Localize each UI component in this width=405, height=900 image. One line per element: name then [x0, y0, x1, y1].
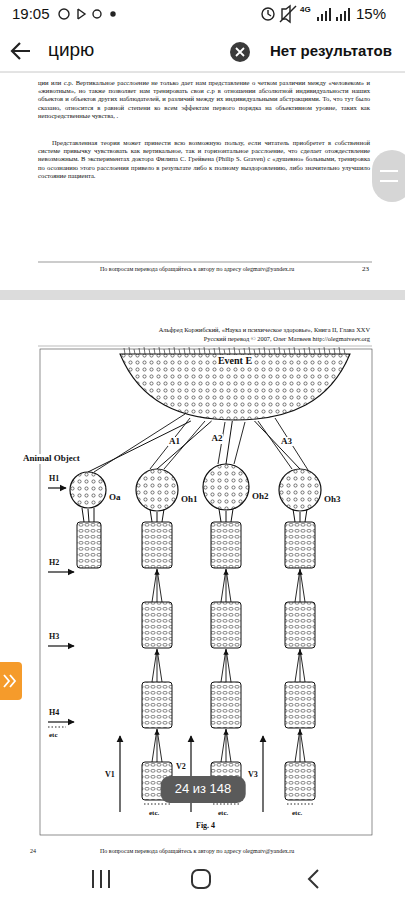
page-counter: 24 из 148 — [161, 776, 246, 803]
clear-icon — [230, 42, 250, 62]
status-bar — [0, 0, 405, 28]
object-label: Oh2 — [251, 492, 270, 502]
status-icons — [59, 6, 296, 22]
edge-label: A3 — [280, 437, 293, 447]
page-23 — [0, 72, 405, 290]
network-type: 4G — [300, 5, 311, 14]
scroll-handle — [372, 150, 405, 202]
column-etc: etc. — [292, 809, 302, 817]
edge-label: A2 — [210, 434, 223, 444]
column-etc: etc. — [218, 809, 228, 817]
nav-icons — [93, 870, 318, 888]
circle-outline — [136, 469, 178, 511]
search-bar — [0, 28, 405, 72]
object-circle: Oh2 — [202, 463, 250, 511]
object-circle: Oh1 — [135, 468, 179, 512]
search-status: Нет результатов — [270, 42, 392, 59]
event-fringe — [124, 347, 345, 354]
abstraction-line — [157, 421, 212, 469]
abstraction-line — [88, 421, 191, 472]
search-bar-shadow — [0, 72, 405, 73]
page-footer: По вопросам перевода обращайтесь к автор… — [100, 266, 294, 273]
level-label: H3 — [49, 632, 59, 641]
level-label: H1 — [49, 474, 59, 483]
search-query: цирю — [48, 39, 94, 61]
vertical-label: V2 — [176, 762, 186, 771]
column-etc: etc. — [149, 809, 159, 817]
page-footer: По вопросам перевода обращайтесь к автор… — [100, 848, 294, 855]
object-label: Oa — [108, 493, 122, 503]
event-outline — [120, 354, 350, 420]
order-arrows — [144, 569, 313, 804]
running-header: Русский перевод © 2007, Олег Матвеев htt… — [38, 335, 370, 343]
side-tab — [0, 662, 22, 700]
running-header: Альфред Коржибский, «Наука и психическое… — [38, 326, 370, 334]
abstraction-line — [226, 421, 232, 464]
object-heading: Animal Object — [22, 454, 81, 464]
circle-outline — [70, 472, 106, 508]
event-shape: Event E — [120, 352, 350, 422]
circle-outline — [202, 463, 250, 511]
circle-outline — [203, 464, 249, 510]
figure-caption: Fig. 4 — [196, 821, 215, 830]
level-label: H4 — [49, 708, 59, 717]
clock: 19:05 — [12, 5, 50, 22]
abstraction-lines — [94, 414, 308, 472]
circle-outline — [278, 468, 322, 512]
level-arrows — [48, 488, 74, 727]
event-label: Event E — [217, 355, 253, 366]
edge-label: A1 — [168, 437, 181, 447]
vertical-label: V1 — [105, 770, 115, 779]
circle-outline — [135, 468, 179, 512]
circle-outline — [279, 469, 321, 511]
page-24 — [0, 300, 405, 858]
level-label: H2 — [49, 558, 59, 567]
page-number: 23 — [362, 265, 369, 273]
body-paragraph: Представленная теория может принести всю… — [38, 139, 370, 180]
body-paragraph: ции или с.р. Вертикальное расслоение не … — [38, 79, 370, 120]
level-etc: etc — [49, 731, 58, 739]
object-circle: Oh3 — [278, 468, 322, 512]
footer-rule — [38, 262, 372, 263]
circle-outline — [69, 471, 107, 509]
nav-bar — [0, 858, 405, 900]
label-columns — [77, 508, 315, 800]
signal-bars — [317, 8, 350, 21]
object-circle: Animal ObjectOa — [69, 471, 107, 509]
vertical-arrows — [120, 736, 263, 812]
object-label: Oh1 — [180, 495, 199, 505]
header-rule — [38, 346, 372, 347]
object-label: Oh3 — [323, 495, 342, 505]
battery-level: 15% — [356, 5, 386, 22]
back-arrow — [12, 43, 30, 59]
abstraction-line — [255, 421, 301, 469]
page-number: 24 — [30, 848, 36, 855]
vertical-label: V3 — [248, 770, 258, 779]
figure-frame — [40, 349, 372, 835]
